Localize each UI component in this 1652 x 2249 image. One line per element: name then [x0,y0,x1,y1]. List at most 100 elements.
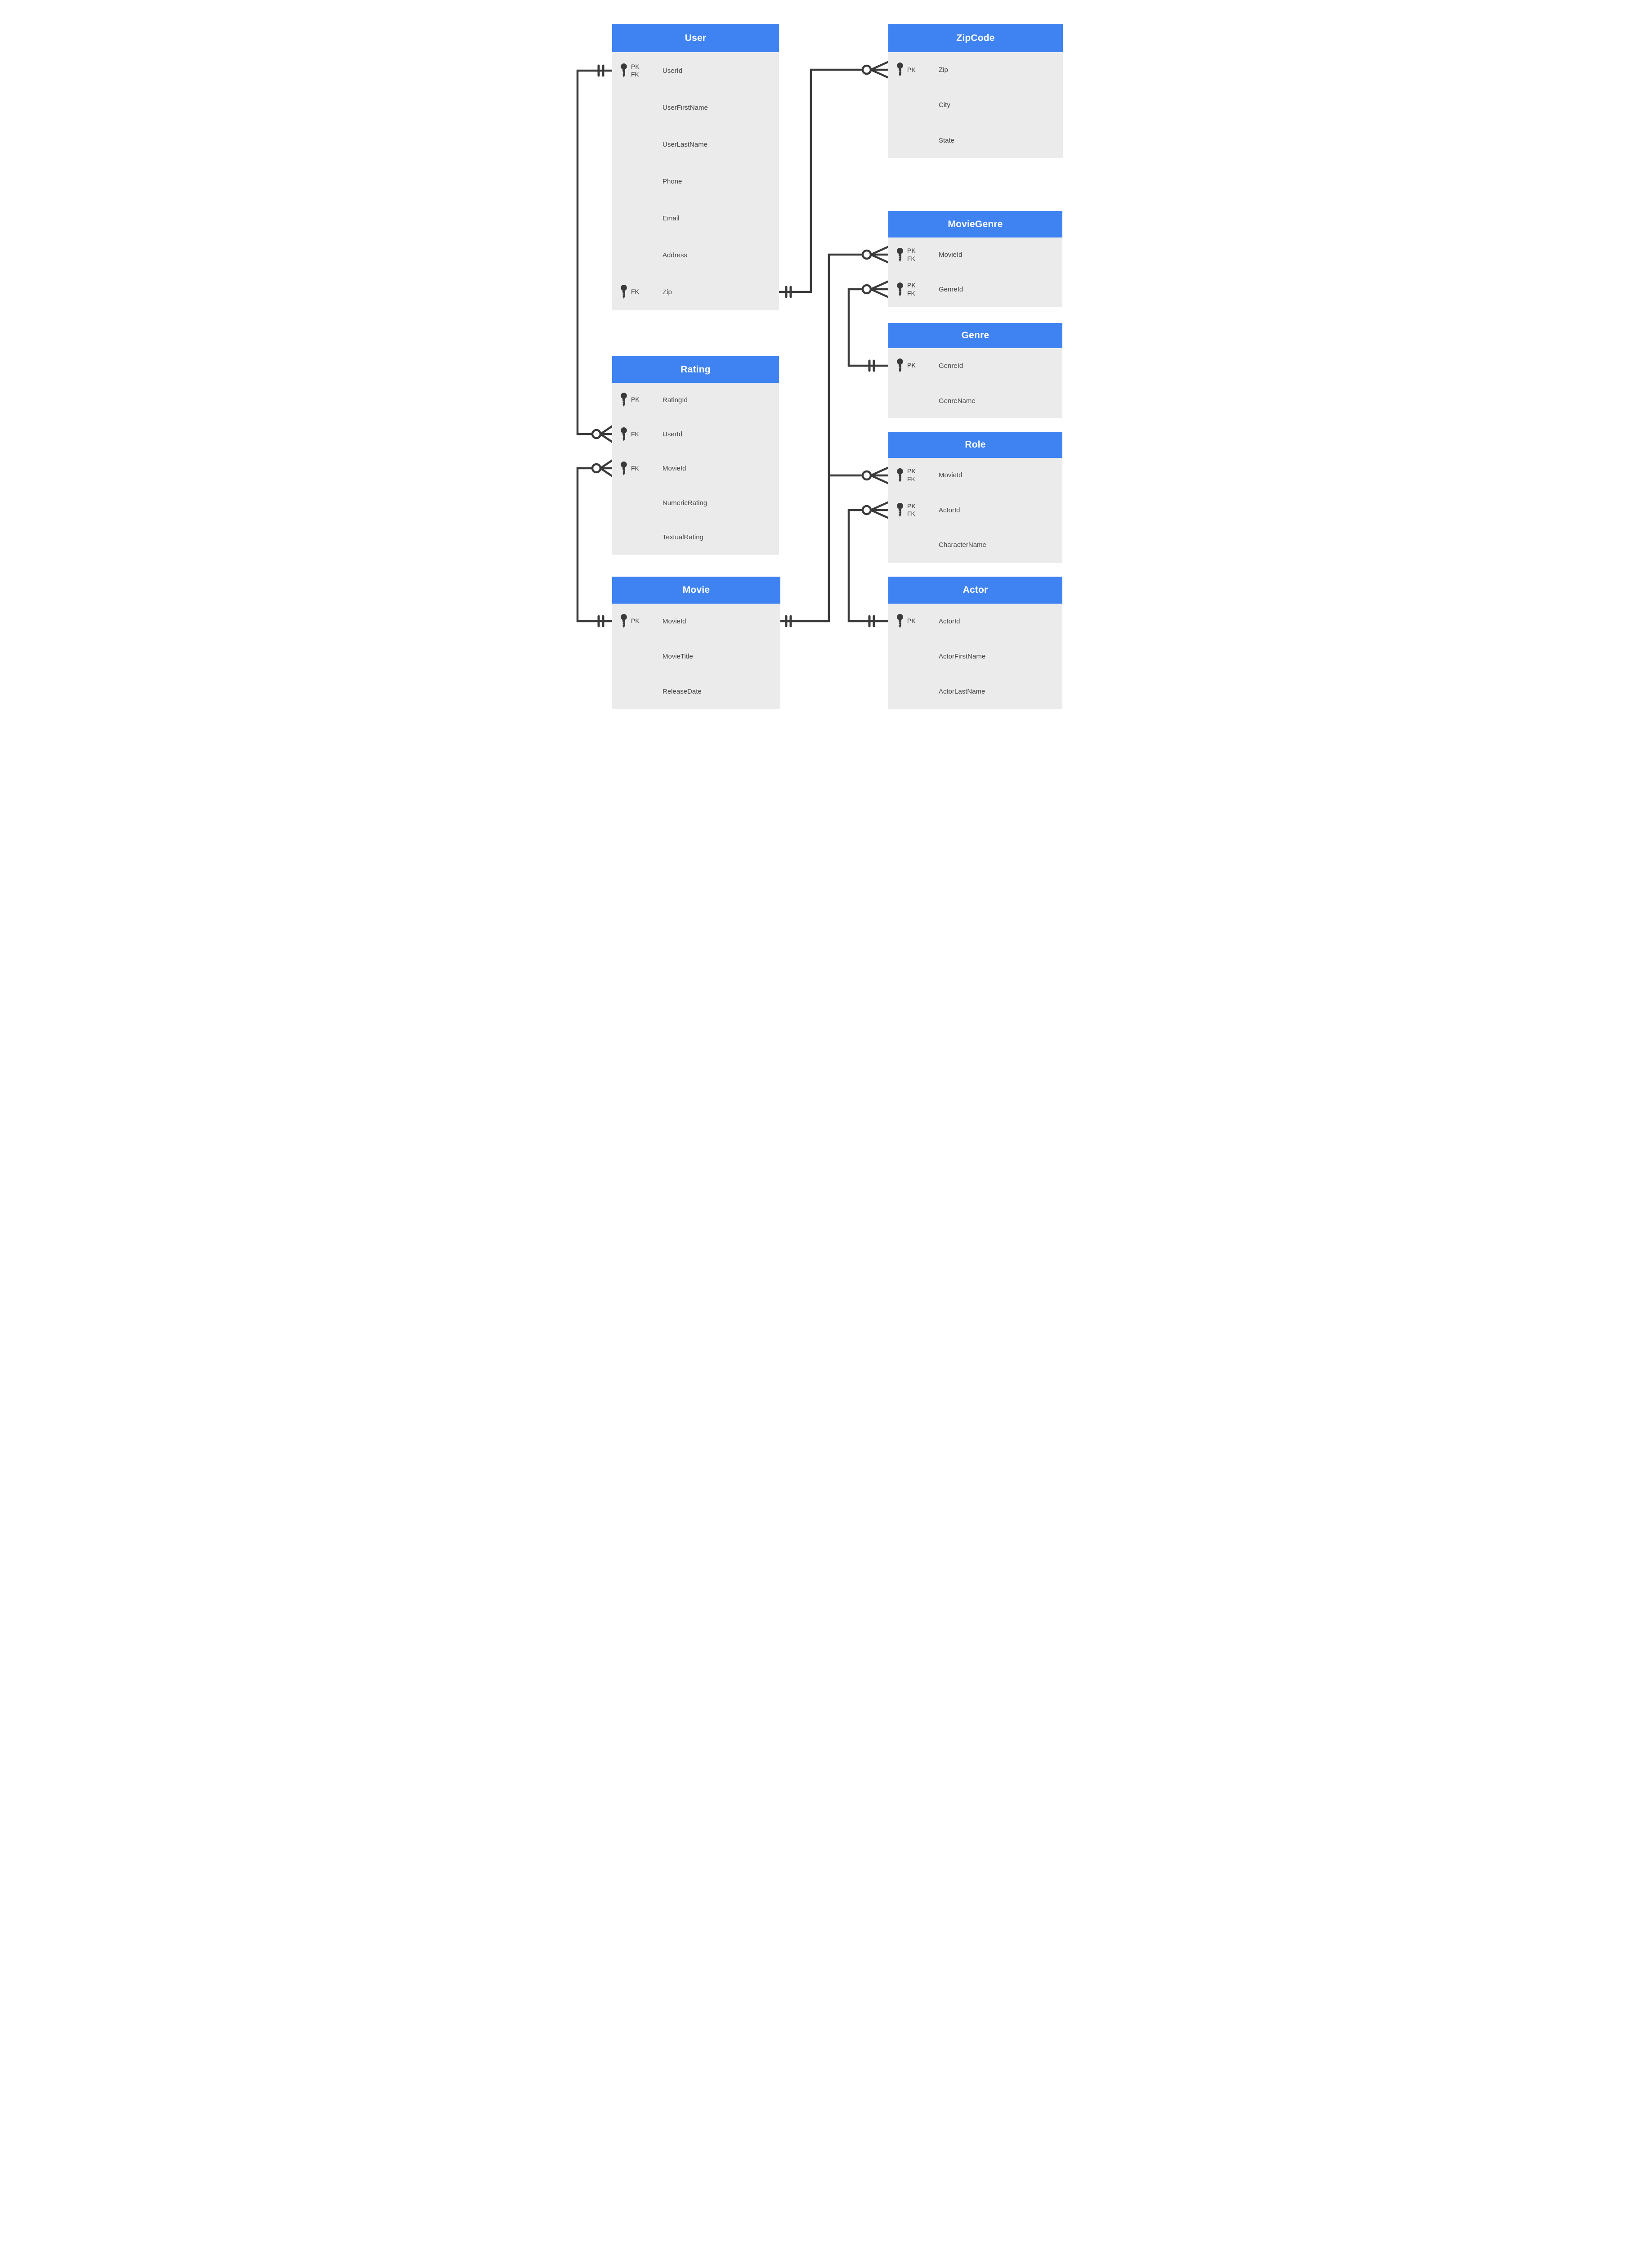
field-name: NumericRating [663,499,707,507]
pk-label: PK [907,502,916,510]
rel-user-zipcode [778,61,890,298]
pk-label: PK [907,467,916,475]
key-labels: PK [631,396,646,404]
field-name: ActorId [939,506,960,514]
key-labels: PK [631,617,646,625]
fk-label: FK [907,289,915,297]
table-row: UserLastName [612,126,779,163]
table-header: MovieGenre [888,211,1062,237]
field-name: UserId [663,430,683,439]
rel-user-rating [576,64,613,443]
key-icon [895,358,907,374]
pk-label: PK [907,617,916,625]
key-icon [895,467,907,484]
table-header: Rating [612,356,779,383]
table-title: MovieGenre [948,219,1003,229]
table-row: Phone [612,163,779,200]
pk-label: PK [907,247,916,254]
table-title: Role [965,439,986,450]
field-name: ReleaseDate [663,687,702,695]
key-labels: PK [907,617,922,625]
key-labels: PK [907,66,922,74]
table-row: Email [612,200,779,237]
table-title: Movie [682,585,710,595]
relationship-wires [576,61,890,627]
field-name: Email [663,214,680,222]
fk-label: FK [631,465,639,472]
field-name: ActorId [939,617,960,625]
field-name: MovieId [663,465,686,473]
table-row: CharacterName [888,528,1062,563]
table-row: MovieTitle [612,639,780,674]
table-title: Actor [963,585,988,595]
fk-label: FK [907,475,915,483]
key-labels: FK [631,465,646,473]
key-icon [619,284,631,300]
table-row: Address [612,237,779,273]
table-row: PK GenreId [888,348,1062,383]
table-row: GenreName [888,383,1062,418]
key-icon [895,247,907,263]
pk-label: PK [631,617,640,625]
rel-actor-role [847,501,890,627]
key-icon [895,613,907,629]
table-row: City [888,88,1063,123]
key-icon [895,62,907,78]
table-row: ActorFirstName [888,639,1062,674]
table-header: Genre [888,323,1062,348]
field-name: MovieId [939,251,963,259]
field-name: GenreId [939,362,963,370]
key-icon [619,613,631,629]
table-row: ReleaseDate [612,674,780,709]
key-labels: PK [907,362,922,370]
key-icon [895,502,907,518]
field-name: Address [663,251,688,259]
table-header: User [612,24,779,52]
field-name: GenreName [939,397,976,405]
field-name: GenreId [939,286,963,293]
rel-movie-rating [576,459,613,627]
field-name: State [939,136,955,144]
table-row: State [888,123,1063,158]
field-name: RatingId [663,396,688,404]
table-row: ActorLastName [888,674,1062,709]
field-name: Phone [663,177,682,185]
field-name: MovieTitle [663,652,693,660]
field-name: ActorLastName [939,687,985,695]
fk-label: FK [907,510,915,518]
table-header: Actor [888,577,1062,604]
field-name: UserId [663,67,683,75]
pk-label: PK [907,282,916,289]
table-header: Movie [612,577,780,604]
field-name: Zip [939,66,948,74]
fk-label: FK [631,71,639,78]
key-icon [619,392,631,408]
field-name: UserLastName [663,140,708,148]
key-icon [895,282,907,298]
key-icon [619,426,631,443]
table-row: FK MovieId [612,452,779,486]
table-row: NumericRating [612,486,779,520]
key-icon [619,461,631,477]
table-row: UserFirstName [612,89,779,126]
